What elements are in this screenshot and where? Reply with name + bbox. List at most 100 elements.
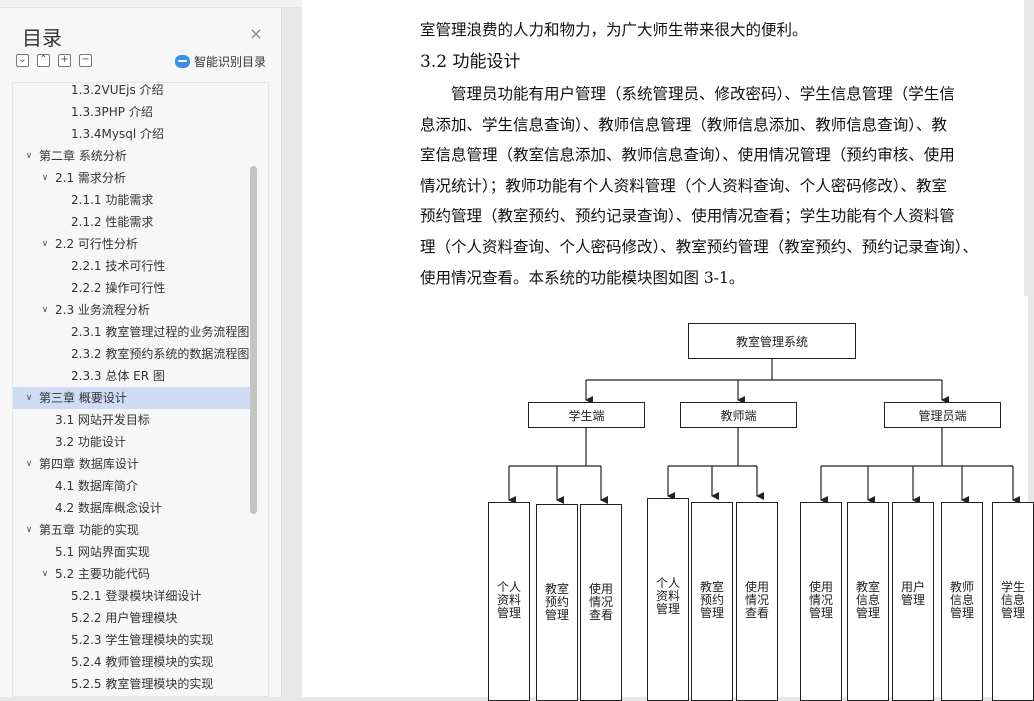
paragraph-line: 室管理浪费的人力和物力，为广大师生带来很大的便利。	[420, 21, 808, 39]
toc-item-label: 第三章 概要设计	[39, 391, 127, 405]
leaf-node: 学生 信息 管理	[992, 502, 1034, 701]
toc-item[interactable]: 1.3.2VUEjs 介绍	[13, 79, 250, 101]
leaf-node-label: 教室 预约 管理	[699, 580, 724, 620]
toc-item[interactable]: 2.1.2 性能需求	[13, 211, 250, 233]
close-icon[interactable]: ×	[249, 24, 263, 43]
toc-item-label: 5.2 主要功能代码	[55, 567, 150, 581]
leaf-node: 个人 资料 管理	[647, 498, 689, 701]
toc-item-label: 3.2 功能设计	[55, 435, 126, 449]
toc-item[interactable]: ∨第五章 功能的实现	[13, 519, 250, 541]
paragraph-line: 管理员功能有用户管理（系统管理员、修改密码）、学生信息管理（学生信	[451, 85, 955, 103]
leaf-node-label: 学生 信息 管理	[1000, 580, 1025, 620]
toc-item[interactable]: 2.2.1 技术可行性	[13, 255, 250, 277]
toc-toolbar: ⌄ ⌃ + −	[16, 54, 92, 70]
toc-item[interactable]: 5.2.1 登录模块详细设计	[13, 585, 250, 607]
toc-item-label: 5.2.1 登录模块详细设计	[71, 589, 202, 603]
paragraph-line: 理（个人资料查询、个人密码修改）、教室预约管理（教室预约、预约记录查询）、	[420, 238, 979, 256]
diagram-connectors	[508, 359, 1020, 504]
collapse-all-icon[interactable]: ⌃	[37, 54, 50, 67]
toc-item-label: 5.2.3 学生管理模块的实现	[71, 633, 214, 647]
chevron-down-icon[interactable]: ∨	[25, 525, 33, 535]
toc-item-label: 2.3.2 教室预约系统的数据流程图	[71, 347, 250, 361]
toc-title: 目录	[22, 26, 62, 50]
toc-item[interactable]: ∨ 2.3 业务流程分析	[13, 299, 250, 321]
smart-toc-button[interactable]: 智能识别目录	[175, 53, 266, 70]
toc-list[interactable]: 1.3.2VUEjs 介绍 1.3.3PHP 介绍 1.3.4Mysql 介绍 ∨ 第二…	[12, 82, 269, 697]
chevron-down-icon[interactable]: ∨	[41, 569, 49, 579]
cloud-icon	[175, 55, 190, 68]
toc-item[interactable]: ∨ 第三章 概要设计	[13, 387, 250, 409]
toc-item-label: 2.1.2 性能需求	[71, 215, 154, 229]
leaf-node-label: 教室 预约 管理	[544, 582, 569, 622]
section-heading: 3.2 功能设计	[420, 52, 521, 72]
smart-toc-label: 智能识别目录	[194, 55, 267, 69]
toc-item[interactable]: 5.2.2 用户管理模块	[13, 607, 250, 629]
toc-item[interactable]: 2.3.1 教室管理过程的业务流程图	[13, 321, 250, 343]
toc-item[interactable]: ∨ 第二章 系统分析	[13, 145, 250, 167]
toc-sidebar: 目录 × ⌄ ⌃ + − 智能识别目录 1.3.2VUEjs 介绍 1.3.3PH…	[0, 8, 282, 697]
paragraph-line: 预约管理（教室预约、预约记录查询）、使用情况查看；学生功能有个人资料管	[420, 207, 955, 225]
toc-item-label: 第二章 系统分析	[39, 149, 127, 163]
paragraph-line: 情况统计）；教师功能有个人资料管理（个人资料查询、个人密码修改）、教室	[420, 177, 948, 195]
root-node: 教室管理系统	[688, 323, 856, 359]
leaf-node: 教师 信息 管理	[941, 502, 983, 701]
chevron-down-icon[interactable]: ∨	[41, 239, 49, 249]
toc-item[interactable]: 2.2.2 操作可行性	[13, 277, 250, 299]
toc-item[interactable]: 5.1 网站界面实现	[13, 541, 250, 563]
toc-item-label: 1.3.3PHP 介绍	[71, 105, 153, 119]
toc-scrollbar[interactable]	[250, 166, 257, 514]
toc-item[interactable]: 4.2 数据库概念设计	[13, 497, 250, 519]
toc-item-label: 2.1.1 功能需求	[71, 193, 154, 207]
chevron-down-icon[interactable]: ∨	[41, 173, 49, 183]
leaf-node-label: 用户 管理	[900, 580, 925, 607]
toc-item[interactable]: ∨ 第四章 数据库设计	[13, 453, 250, 475]
expand-all-icon[interactable]: ⌄	[16, 54, 29, 67]
toc-item[interactable]: ∨ 2.2 可行性分析	[13, 233, 250, 255]
leaf-node-label: 个人 资料 管理	[655, 576, 680, 616]
toc-item-label: 1.3.2VUEjs 介绍	[71, 83, 164, 97]
leaf-node: 用户 管理	[892, 502, 934, 701]
leaf-node-label: 使用 情况 查看	[744, 580, 769, 620]
leaf-node: 使用 情况 查看	[580, 504, 622, 701]
toc-item[interactable]: ∨ 2.1 需求分析	[13, 167, 250, 189]
toc-item-label: 第四章 数据库设计	[39, 457, 139, 471]
chevron-down-icon[interactable]: ∨	[25, 151, 33, 161]
toc-item[interactable]: 4.1 数据库简介	[13, 475, 250, 497]
toc-item-label: 4.2 数据库概念设计	[55, 501, 162, 515]
toc-item-label: 2.3.3 总体 ER 图	[71, 369, 165, 383]
toc-item[interactable]: 2.3.2 教室预约系统的数据流程图	[13, 343, 250, 365]
toc-item-label: 2.2 可行性分析	[55, 237, 138, 251]
chevron-down-icon[interactable]: ∨	[25, 393, 33, 403]
leaf-node: 个人 资料 管理	[488, 502, 530, 701]
toc-item[interactable]: 1.3.4Mysql 介绍	[13, 123, 250, 145]
toc-item[interactable]: 1.3.3PHP 介绍	[13, 101, 250, 123]
leaf-node: 教室 信息 管理	[847, 502, 889, 701]
paragraph-line: 息添加、学生信息查询）、教师信息管理（教师信息添加、教师信息查询）、教	[420, 116, 948, 134]
leaf-node: 教室 预约 管理	[691, 502, 733, 701]
toc-item-label: 5.2.2 用户管理模块	[71, 611, 178, 625]
add-item-icon[interactable]: +	[58, 54, 71, 67]
leaf-node: 使用 情况 查看	[736, 502, 778, 701]
toc-item[interactable]: 5.2.5 教室管理模块的实现	[13, 673, 250, 695]
group-node-admin: 管理员端	[884, 402, 1001, 428]
chevron-down-icon[interactable]: ∨	[25, 459, 33, 469]
toc-item[interactable]: 5.2.4 教师管理模块的实现	[13, 651, 250, 673]
toc-item[interactable]: 3.1 网站开发目标	[13, 409, 250, 431]
document-page: 室管理浪费的人力和物力，为广大师生带来很大的便利。 3.2 功能设计 管理员功能…	[302, 0, 1034, 701]
remove-item-icon[interactable]: −	[79, 54, 92, 67]
toc-item-label: 2.1 需求分析	[55, 171, 126, 185]
chevron-down-icon[interactable]: ∨	[41, 305, 49, 315]
toc-item-label: 2.3.1 教室管理过程的业务流程图	[71, 325, 250, 339]
toc-item-label: 2.2.1 技术可行性	[71, 259, 166, 273]
toc-item[interactable]: ∨ 5.2 主要功能代码	[13, 563, 250, 585]
toc-item[interactable]: 5.2.3 学生管理模块的实现	[13, 629, 250, 651]
toc-item[interactable]: 2.1.1 功能需求	[13, 189, 250, 211]
toc-item-label: 2.2.2 操作可行性	[71, 281, 166, 295]
toc-item-label: 2.3 业务流程分析	[55, 303, 150, 317]
paragraph-line: 使用情况查看。本系统的功能模块图如图 3-1。	[420, 269, 745, 287]
leaf-node-label: 个人 资料 管理	[496, 580, 521, 620]
leaf-node: 使用 情况 管理	[800, 502, 842, 701]
toc-item[interactable]: 3.2 功能设计	[13, 431, 250, 453]
toc-item[interactable]: 2.3.3 总体 ER 图	[13, 365, 250, 387]
toc-item-label: 5.2.5 教室管理模块的实现	[71, 677, 214, 691]
